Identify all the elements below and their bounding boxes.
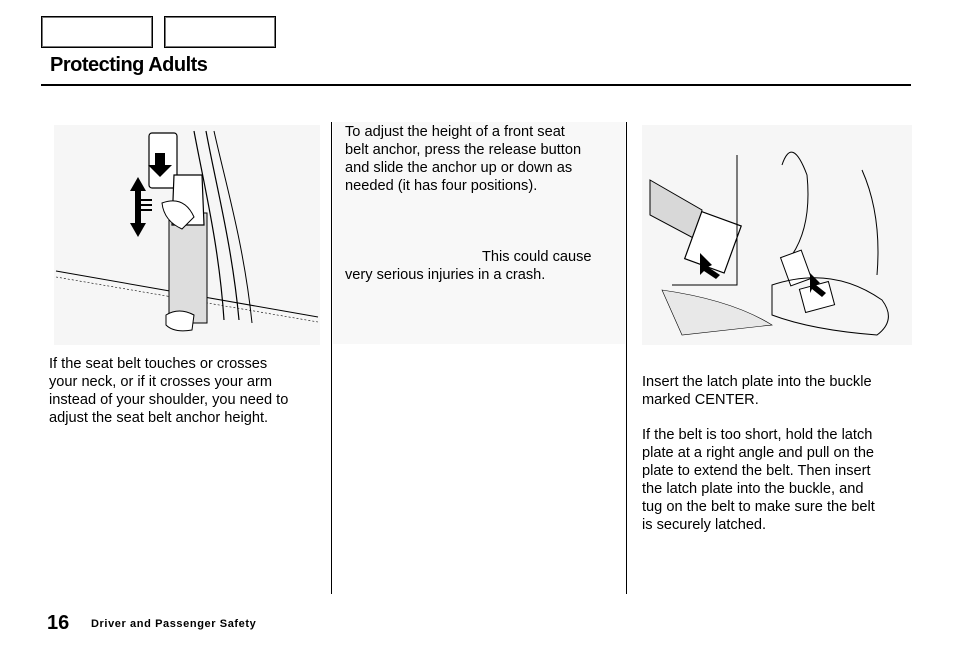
warning-panel	[333, 122, 625, 344]
warning-line-1: This could cause	[482, 249, 592, 265]
seat-belt-anchor-illustration	[54, 125, 320, 345]
section-title: Driver and Passenger Safety	[91, 618, 257, 630]
column-divider-right	[626, 122, 627, 594]
latch-plate-buckle-illustration	[642, 125, 912, 345]
page-number: 16	[47, 612, 70, 634]
left-paragraph: If the seat belt touches or crosses your…	[49, 356, 289, 426]
page-title: Protecting Adults	[50, 54, 208, 76]
right-paragraph-1: Insert the latch plate into the buckle m…	[642, 374, 872, 408]
warning-line-2: very serious injuries in a crash.	[345, 267, 546, 283]
nav-tab-2[interactable]	[164, 16, 276, 48]
warning-text: This could cause very serious injuries in…	[345, 248, 620, 284]
right-paragraph-2: If the belt is too short, hold the latch…	[642, 427, 875, 533]
header-rule	[41, 84, 911, 86]
middle-paragraph: To adjust the height of a front seat bel…	[345, 124, 582, 194]
nav-tab-1[interactable]	[41, 16, 153, 48]
column-divider-left	[331, 122, 332, 594]
